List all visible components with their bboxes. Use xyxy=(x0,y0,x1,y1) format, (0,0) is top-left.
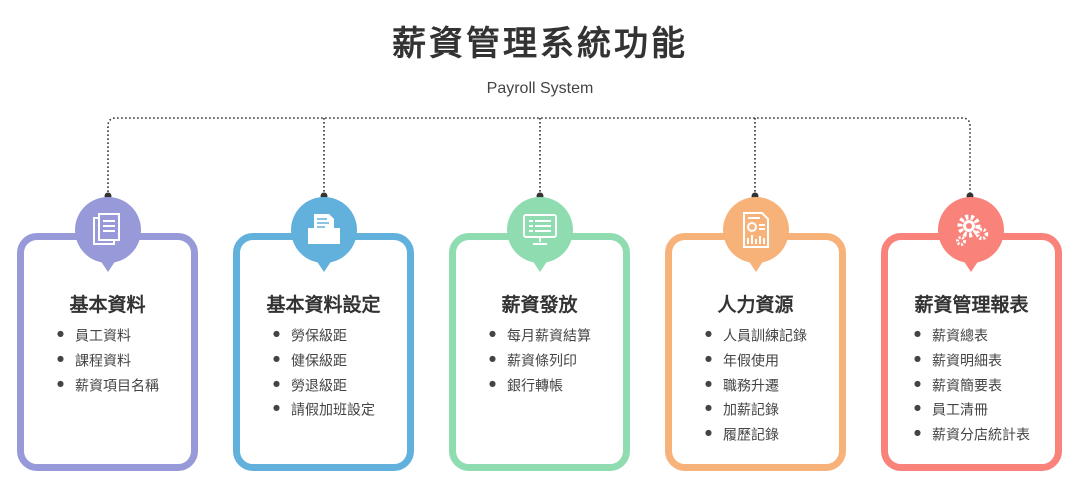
module-item: 員工清冊 xyxy=(914,398,1030,423)
module-item: 加薪記錄 xyxy=(705,398,807,423)
module-item: 銀行轉帳 xyxy=(489,374,591,399)
module-item: 履歷記錄 xyxy=(705,423,807,448)
module-item: 勞退級距 xyxy=(273,374,375,399)
module-item: 年假使用 xyxy=(705,349,807,374)
module-title: 薪資管理報表 xyxy=(914,294,1029,316)
module-card: 人力資源人員訓練記錄年假使用職務升遷加薪記錄履歷記錄 xyxy=(665,233,846,471)
module-item: 勞保級距 xyxy=(273,324,375,349)
documents-icon xyxy=(75,197,141,272)
module-item: 薪資項目名稱 xyxy=(57,374,159,399)
module-item-list: 每月薪資結算薪資條列印銀行轉帳 xyxy=(489,324,591,398)
module-item: 薪資分店統計表 xyxy=(914,423,1030,448)
module-item: 每月薪資結算 xyxy=(489,324,591,349)
page-subtitle: Payroll System xyxy=(486,80,594,97)
module-item: 健保級距 xyxy=(273,349,375,374)
gears-icon xyxy=(938,197,1004,272)
module-item: 薪資簡要表 xyxy=(914,374,1030,399)
module-item-list: 人員訓練記錄年假使用職務升遷加薪記錄履歷記錄 xyxy=(705,324,807,448)
module-item-list: 勞保級距健保級距勞退級距請假加班設定 xyxy=(273,324,375,423)
module-item: 薪資條列印 xyxy=(489,349,591,374)
page-title: 薪資管理系統功能 xyxy=(392,24,688,64)
monitor-list-icon xyxy=(507,197,573,272)
module-item-list: 員工資料課程資料薪資項目名稱 xyxy=(57,324,159,398)
module-title: 薪資發放 xyxy=(501,294,578,316)
module-title: 基本資料 xyxy=(69,294,146,316)
module-item: 請假加班設定 xyxy=(273,398,375,423)
report-chart-icon xyxy=(723,197,789,272)
module-card: 薪資管理報表薪資總表薪資明細表薪資簡要表員工清冊薪資分店統計表 xyxy=(881,233,1062,471)
module-item: 薪資總表 xyxy=(914,324,1030,349)
module-item: 人員訓練記錄 xyxy=(705,324,807,349)
module-item: 員工資料 xyxy=(57,324,159,349)
module-card: 薪資發放每月薪資結算薪資條列印銀行轉帳 xyxy=(449,233,630,471)
module-item: 職務升遷 xyxy=(705,374,807,399)
module-card: 基本資料設定勞保級距健保級距勞退級距請假加班設定 xyxy=(233,233,414,471)
module-title: 基本資料設定 xyxy=(266,294,381,316)
module-item: 課程資料 xyxy=(57,349,159,374)
module-item: 薪資明細表 xyxy=(914,349,1030,374)
module-item-list: 薪資總表薪資明細表薪資簡要表員工清冊薪資分店統計表 xyxy=(914,324,1030,448)
module-card: 基本資料員工資料課程資料薪資項目名稱 xyxy=(17,233,198,471)
module-title: 人力資源 xyxy=(717,294,794,316)
folder-document-icon xyxy=(291,197,357,272)
